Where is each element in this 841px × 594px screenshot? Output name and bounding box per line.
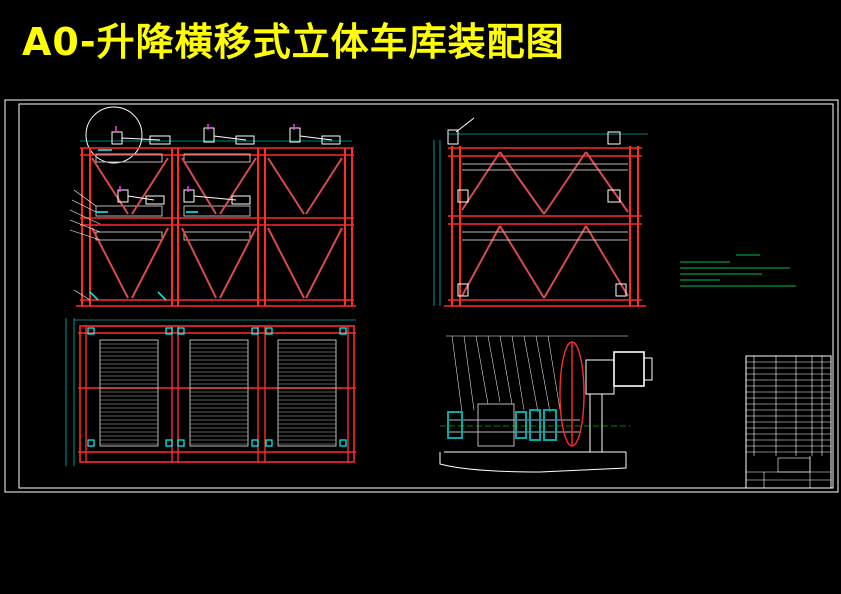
plan-pallet-ribs [100,343,336,445]
diagonal-bracing [91,157,343,299]
technical-notes-block [680,254,796,287]
drive-shaft [448,403,580,447]
sprockets-and-bearings [447,409,557,441]
detail-callout-circle [85,106,143,164]
plan-beams [78,326,356,462]
motor-end-cap [643,357,653,381]
gearbox-and-supports [585,359,615,452]
sheet-inner-border [18,103,834,489]
page-title: A0-升降横移式立体车库装配图 [22,20,565,64]
plan-corner-posts [87,327,347,447]
leader-lines [69,189,101,301]
base-frame [439,452,627,473]
plan-outline [79,325,355,463]
plan-pallet-outlines [99,339,337,447]
frame-columns [81,148,353,306]
front-elevation-view [69,106,356,307]
drive-leader-lines [451,335,561,413]
parts-list-rows [746,361,831,453]
magenta-hooks [115,124,295,192]
side-columns [451,146,639,306]
parts-list-columns [753,356,823,456]
side-beams [444,147,646,307]
side-elevation-view [433,117,648,307]
drive-motor [613,351,645,387]
side-hardware [447,117,627,297]
title-block-and-parts-list [745,355,832,489]
drive-assembly-section [439,335,653,473]
lifting-mechanisms [111,127,341,205]
vertical-drive-sprocket [559,341,585,447]
cyan-detail-marks [89,149,198,301]
side-diagonal-bracing [461,151,629,299]
plan-view [65,318,356,466]
frame-beams [76,147,356,307]
sheet-outer-border [4,99,839,493]
side-pallets [462,163,628,241]
title-block-name-cell [777,457,811,473]
